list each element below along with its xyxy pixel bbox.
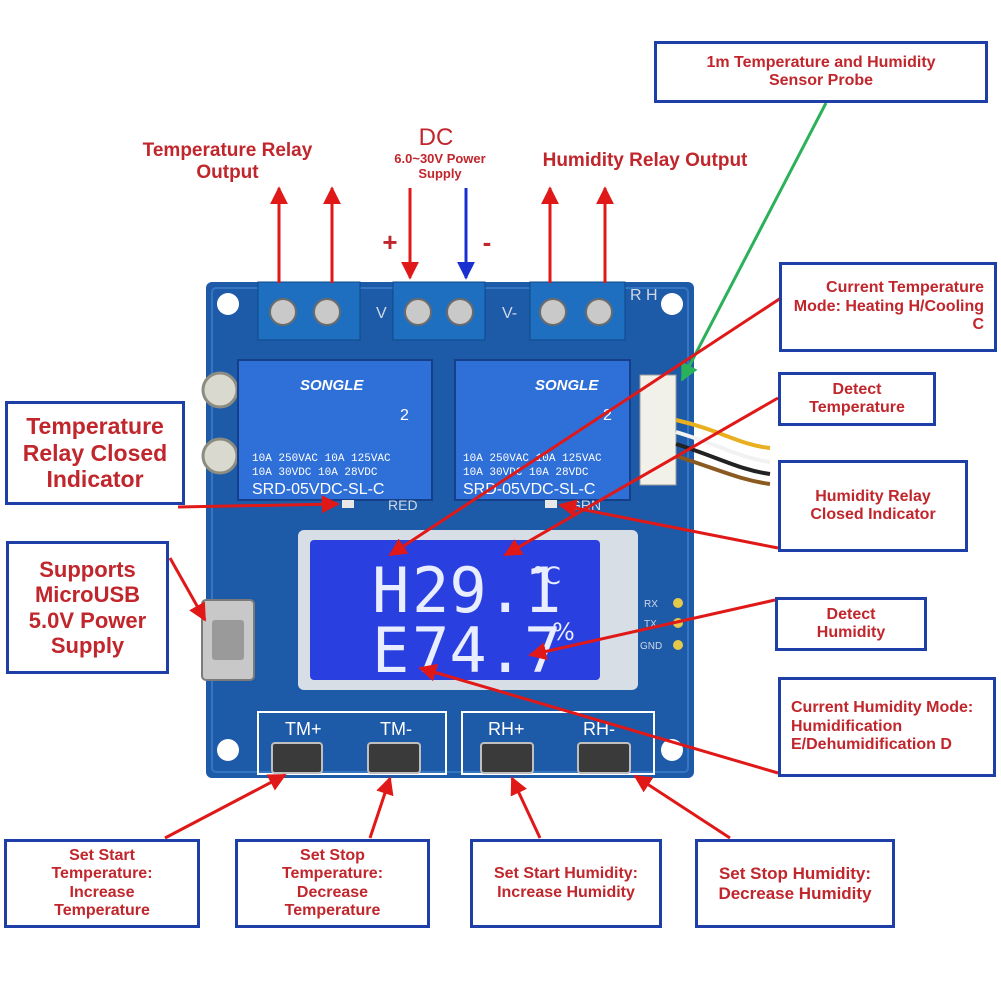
svg-text:RH+: RH+ [488,719,525,739]
terminal-power [392,281,486,341]
svg-text:RX: RX [644,599,658,610]
mounting-hole [217,739,239,761]
svg-text:10A 30VDC 10A 28VDC: 10A 30VDC 10A 28VDC [252,467,378,479]
arrow-set-start-temp [164,773,287,840]
label-dc: DC [418,124,454,151]
lcd-module: H 29.1 °C E 74.7 % [298,530,638,690]
arrow-detect-temp [503,396,779,557]
button-tm-plus[interactable] [271,742,323,774]
svg-text:TM-: TM- [380,719,412,739]
svg-text:SRD-05VDC-SL-C: SRD-05VDC-SL-C [252,481,384,498]
label-v-left: V [376,305,387,322]
svg-text:TX: TX [644,619,657,630]
arrow-sensor-probe [680,102,828,382]
mounting-hole [661,293,683,315]
label-plus: + [382,227,398,257]
callout-sensor-probe: 1m Temperature and Humidity Sensor Probe [654,41,988,103]
svg-text:10A 250VAC 10A 125VAC: 10A 250VAC 10A 125VAC [252,453,391,465]
label-v-right: V- [502,305,517,322]
arrow-set-start-humidity [510,776,542,839]
callout-set-stop-temp: Set Stop Temperature: Decrease Temperatu… [235,839,430,928]
arrow-set-stop-temp [368,776,394,839]
arrow-set-stop-humidity [633,774,731,840]
arrow-detect-humidity [528,598,776,661]
lcd-temp-unit: °C [532,562,561,590]
label-power-supply: 6.0~30V Power Supply [394,151,486,181]
button-rh-minus[interactable] [577,742,631,774]
callout-temp-relay-indicator: Temperature Relay Closed Indicator [5,401,185,505]
relay-left: SONGLE 2 10A 250VAC 10A 125VAC 10A 30VDC… [237,359,433,501]
mounting-hole [217,293,239,315]
led-red [342,500,354,508]
label-rh: R H [630,287,658,304]
terminal-temp-relay [257,281,361,341]
callout-humidity-mode: Current Humidity Mode: Humidification E/… [778,677,996,777]
microusb-port [201,599,255,681]
button-tm-minus[interactable] [367,742,421,774]
button-rh-plus[interactable] [480,742,534,774]
svg-text:SONGLE: SONGLE [300,377,364,394]
callout-detect-temperature: Detect Temperature [778,372,936,426]
lcd-temp-mode: H [372,554,409,627]
callout-microusb: Supports MicroUSB 5.0V Power Supply [6,541,169,674]
label-minus: - [482,227,492,257]
capacitor [201,437,239,475]
callout-detect-humidity: Detect Humidity [775,597,927,651]
arrow-hum-relay-indicator [558,499,779,550]
sensor-connector [639,374,771,486]
svg-text:2: 2 [603,407,612,424]
svg-text:SONGLE: SONGLE [535,377,599,394]
led-green [545,500,557,508]
svg-text:10A 250VAC 10A 125VAC: 10A 250VAC 10A 125VAC [463,453,602,465]
svg-text:RED: RED [388,497,418,513]
capacitor [201,371,239,409]
svg-text:GND: GND [640,641,662,652]
arrow-hum-mode [418,663,779,775]
label-temp-relay-output: Temperature Relay Output [142,140,313,183]
callout-set-start-humidity: Set Start Humidity: Increase Humidity [470,839,662,928]
callout-set-stop-humidity: Set Stop Humidity: Decrease Humidity [695,839,895,928]
terminal-humidity-relay [529,281,626,341]
svg-text:TM+: TM+ [285,719,322,739]
callout-temp-mode: Current Temperature Mode: Heating H/Cool… [779,262,997,352]
arrow-temp-relay-indicator [177,495,340,514]
arrow-microusb [168,557,207,622]
arrow-temp-mode [388,290,791,557]
svg-text:2: 2 [400,407,409,424]
svg-text:10A 30VDC 10A 28VDC: 10A 30VDC 10A 28VDC [463,467,589,479]
label-humidity-relay-output: Humidity Relay Output [542,150,748,171]
callout-humidity-relay-indicator: Humidity Relay Closed Indicator [778,460,968,552]
lcd-hum-unit: % [552,618,575,646]
relay-right: SONGLE 2 10A 250VAC 10A 125VAC 10A 30VDC… [454,359,631,501]
lcd-hum-value: 74.7 [412,614,561,687]
callout-set-start-temp: Set Start Temperature: Increase Temperat… [4,839,200,928]
lcd-temp-value: 29.1 [412,554,561,627]
lcd-hum-mode: E [372,614,409,687]
